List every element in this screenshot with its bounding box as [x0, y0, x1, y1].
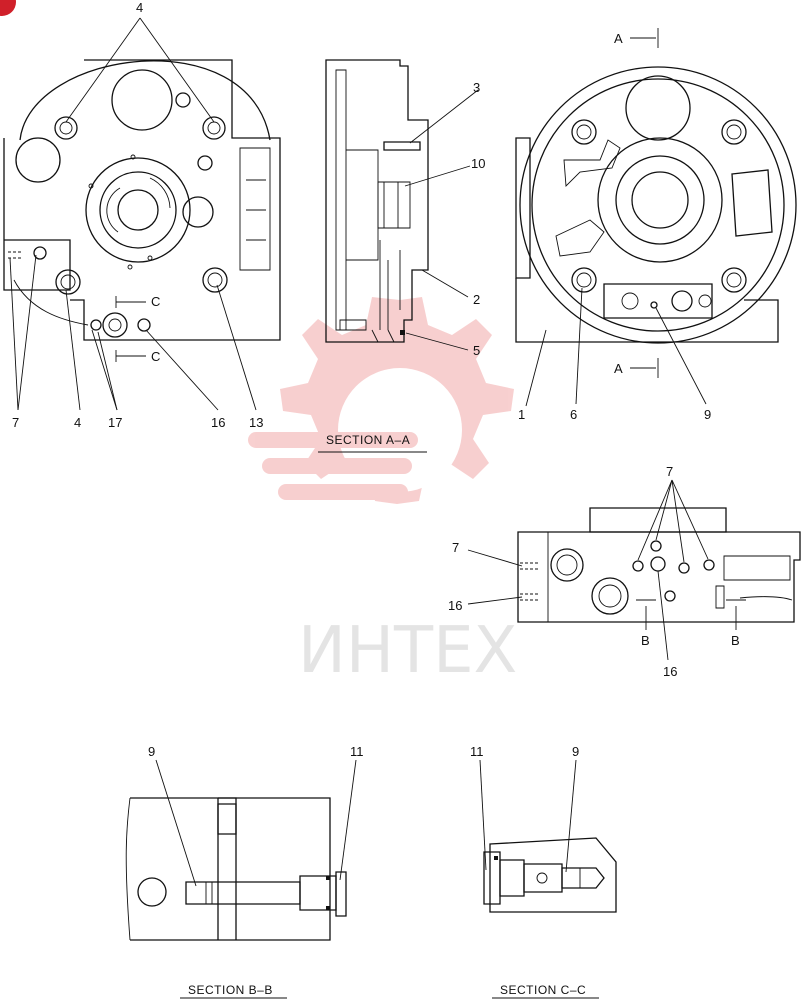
callout-4-top: 4 — [136, 0, 143, 15]
callout-2: 2 — [473, 292, 480, 307]
callout-11-bb: 11 — [350, 744, 364, 759]
section-aa-view — [325, 59, 479, 351]
section-aa-title: SECTION A–A — [326, 433, 410, 447]
section-c-mark-top: C — [151, 294, 160, 309]
callout-3: 3 — [473, 80, 480, 95]
front-view-right — [515, 28, 797, 407]
port-view — [467, 479, 801, 661]
front-view-left — [3, 17, 281, 411]
callout-6: 6 — [570, 407, 577, 422]
callout-5: 5 — [473, 343, 480, 358]
callout-16-left: 16 — [211, 415, 225, 430]
gear-logo-icon — [248, 297, 514, 504]
corner-marker-icon — [0, 0, 16, 16]
callout-1: 1 — [518, 407, 525, 422]
callout-7-port-top: 7 — [666, 464, 673, 479]
callout-9-cc: 9 — [572, 744, 579, 759]
section-a-mark-top: A — [614, 31, 623, 46]
callout-7-port-left: 7 — [452, 540, 459, 555]
callout-9-right: 9 — [704, 407, 711, 422]
callout-4-left: 4 — [74, 415, 81, 430]
callout-16-port-bottom: 16 — [663, 664, 677, 679]
section-b-mark-left: B — [641, 633, 650, 648]
callout-11-cc: 11 — [470, 744, 484, 759]
section-b-mark-right: B — [731, 633, 740, 648]
callout-13: 13 — [249, 415, 263, 430]
callout-16-port-left: 16 — [448, 598, 462, 613]
callout-9-bb: 9 — [148, 744, 155, 759]
section-c-mark-bottom: C — [151, 349, 160, 364]
section-cc-title: SECTION C–C — [500, 983, 586, 997]
section-cc-view — [479, 759, 617, 913]
callout-10: 10 — [471, 156, 485, 171]
section-bb-view — [125, 759, 357, 941]
callout-17: 17 — [108, 415, 122, 430]
section-a-mark-bottom: A — [614, 361, 623, 376]
section-bb-title: SECTION B–B — [188, 983, 273, 997]
watermark-text: ИНТЕХ — [298, 614, 517, 688]
callout-7-left: 7 — [12, 415, 19, 430]
